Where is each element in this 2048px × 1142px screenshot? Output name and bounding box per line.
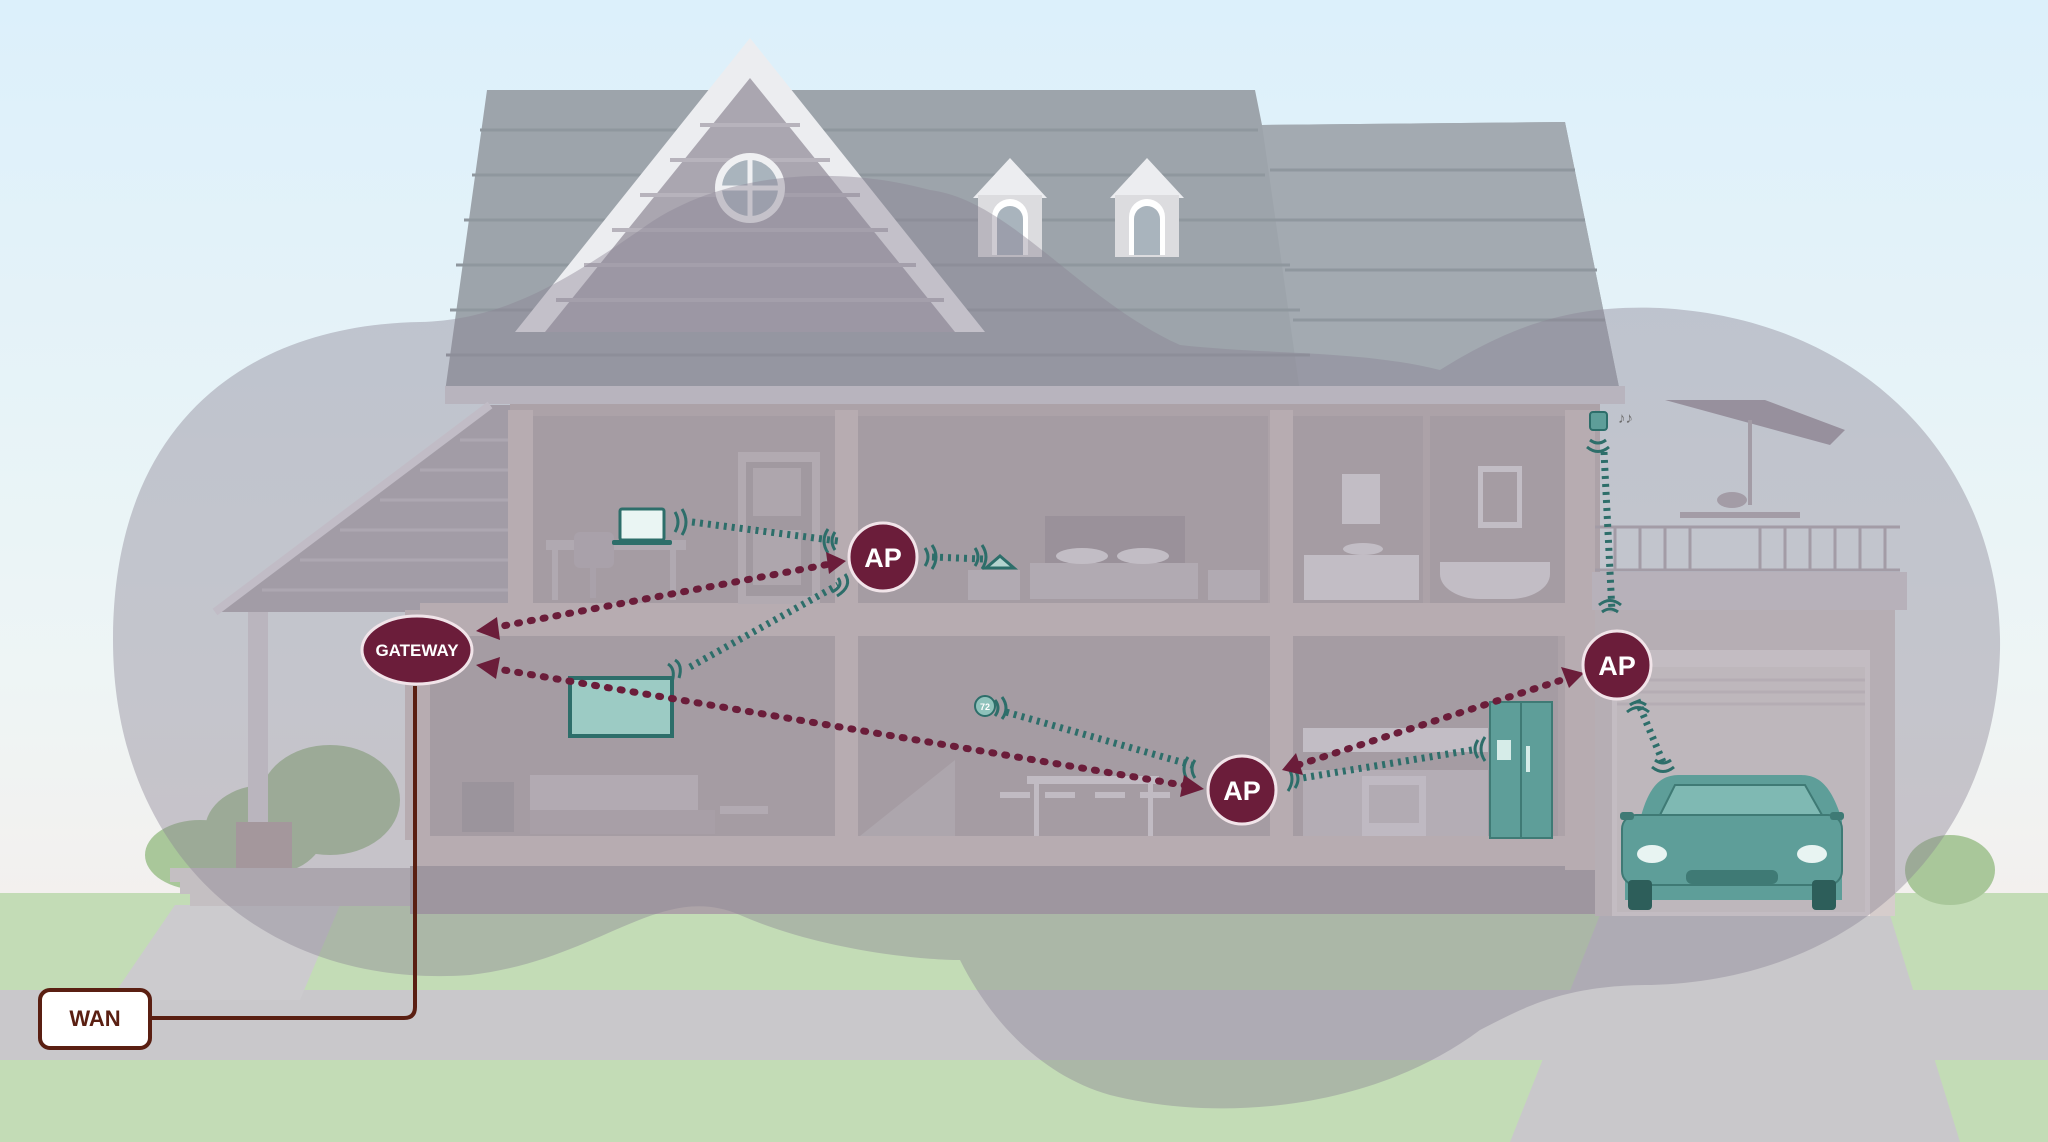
wifi-wave-marks [667, 438, 1675, 792]
link-garage-ap-car [1633, 698, 1667, 764]
music-notes-icon: ♪♪ [1618, 410, 1633, 427]
ap-garage-node[interactable]: AP [1581, 629, 1653, 701]
front-walkway [110, 905, 340, 1000]
link-gateway-ap-downstairs [488, 664, 1192, 790]
ap-upstairs-label: AP [864, 543, 902, 573]
dormers [973, 158, 1184, 257]
link-ap-speaker [931, 553, 984, 563]
thermostat-reading: 72 [980, 702, 990, 712]
client-links [688, 451, 1667, 782]
thermostat-device: 72 [974, 695, 996, 717]
ap-downstairs-label: AP [1223, 776, 1261, 806]
backhaul-links [488, 560, 1572, 790]
coverage-zones [113, 175, 2001, 1109]
driveway [1510, 915, 1960, 1142]
link-speaker-garage-ap [1600, 451, 1616, 613]
ap-garage-label: AP [1598, 651, 1636, 681]
backhaul-arrowheads [476, 552, 1584, 797]
car-device [1620, 775, 1844, 910]
house-interior [405, 404, 1600, 914]
link-thermostat-ap [1005, 708, 1196, 770]
smart-speaker-device [981, 554, 1019, 570]
gateway-node[interactable]: GATEWAY [360, 614, 474, 686]
wan-label: WAN [69, 1006, 120, 1031]
outdoor-speaker-device: ♪♪ [1589, 410, 1633, 431]
ap-upstairs-node[interactable]: AP [847, 521, 919, 593]
link-ap-downstairs-ap-garage [1294, 674, 1572, 769]
patio-umbrella [1665, 400, 1845, 445]
porch [170, 401, 520, 906]
gateway-label: GATEWAY [375, 641, 459, 660]
refrigerator-device [1489, 701, 1553, 839]
roof [445, 38, 1625, 404]
link-laptop-ap [691, 518, 839, 545]
wan-cable [150, 686, 417, 1020]
link-gateway-ap-upstairs [488, 560, 834, 632]
ap-downstairs-node[interactable]: AP [1206, 754, 1278, 826]
wan-box[interactable]: WAN [38, 988, 152, 1050]
laptop-device [612, 507, 672, 545]
